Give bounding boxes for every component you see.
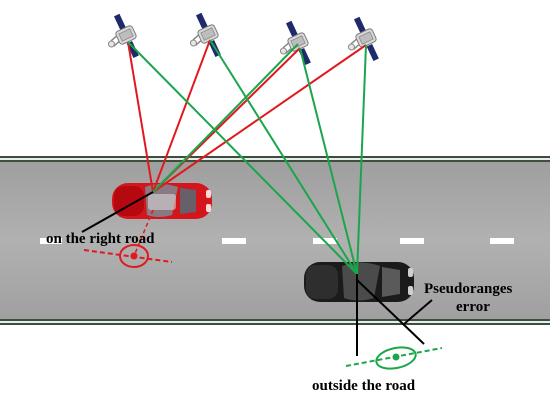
on-right-road-label: on the right road [46,231,155,247]
satellite-icon [97,10,146,66]
road [0,156,550,325]
position-estimate-red [83,209,173,268]
pseudoranges-error-label: Pseudoranges error [424,280,512,316]
pseudoranges-label-line1: Pseudoranges [424,281,513,297]
black-car-signals [127,39,367,275]
red-car-icon [112,183,212,219]
position-estimate-green [345,346,443,370]
outside-road-label: outside the road [312,378,416,394]
red-car-green-signal [152,43,299,193]
black-car-icon [304,262,414,302]
pseudoranges-label-line2: error [456,299,490,315]
leader-lines [81,191,433,356]
